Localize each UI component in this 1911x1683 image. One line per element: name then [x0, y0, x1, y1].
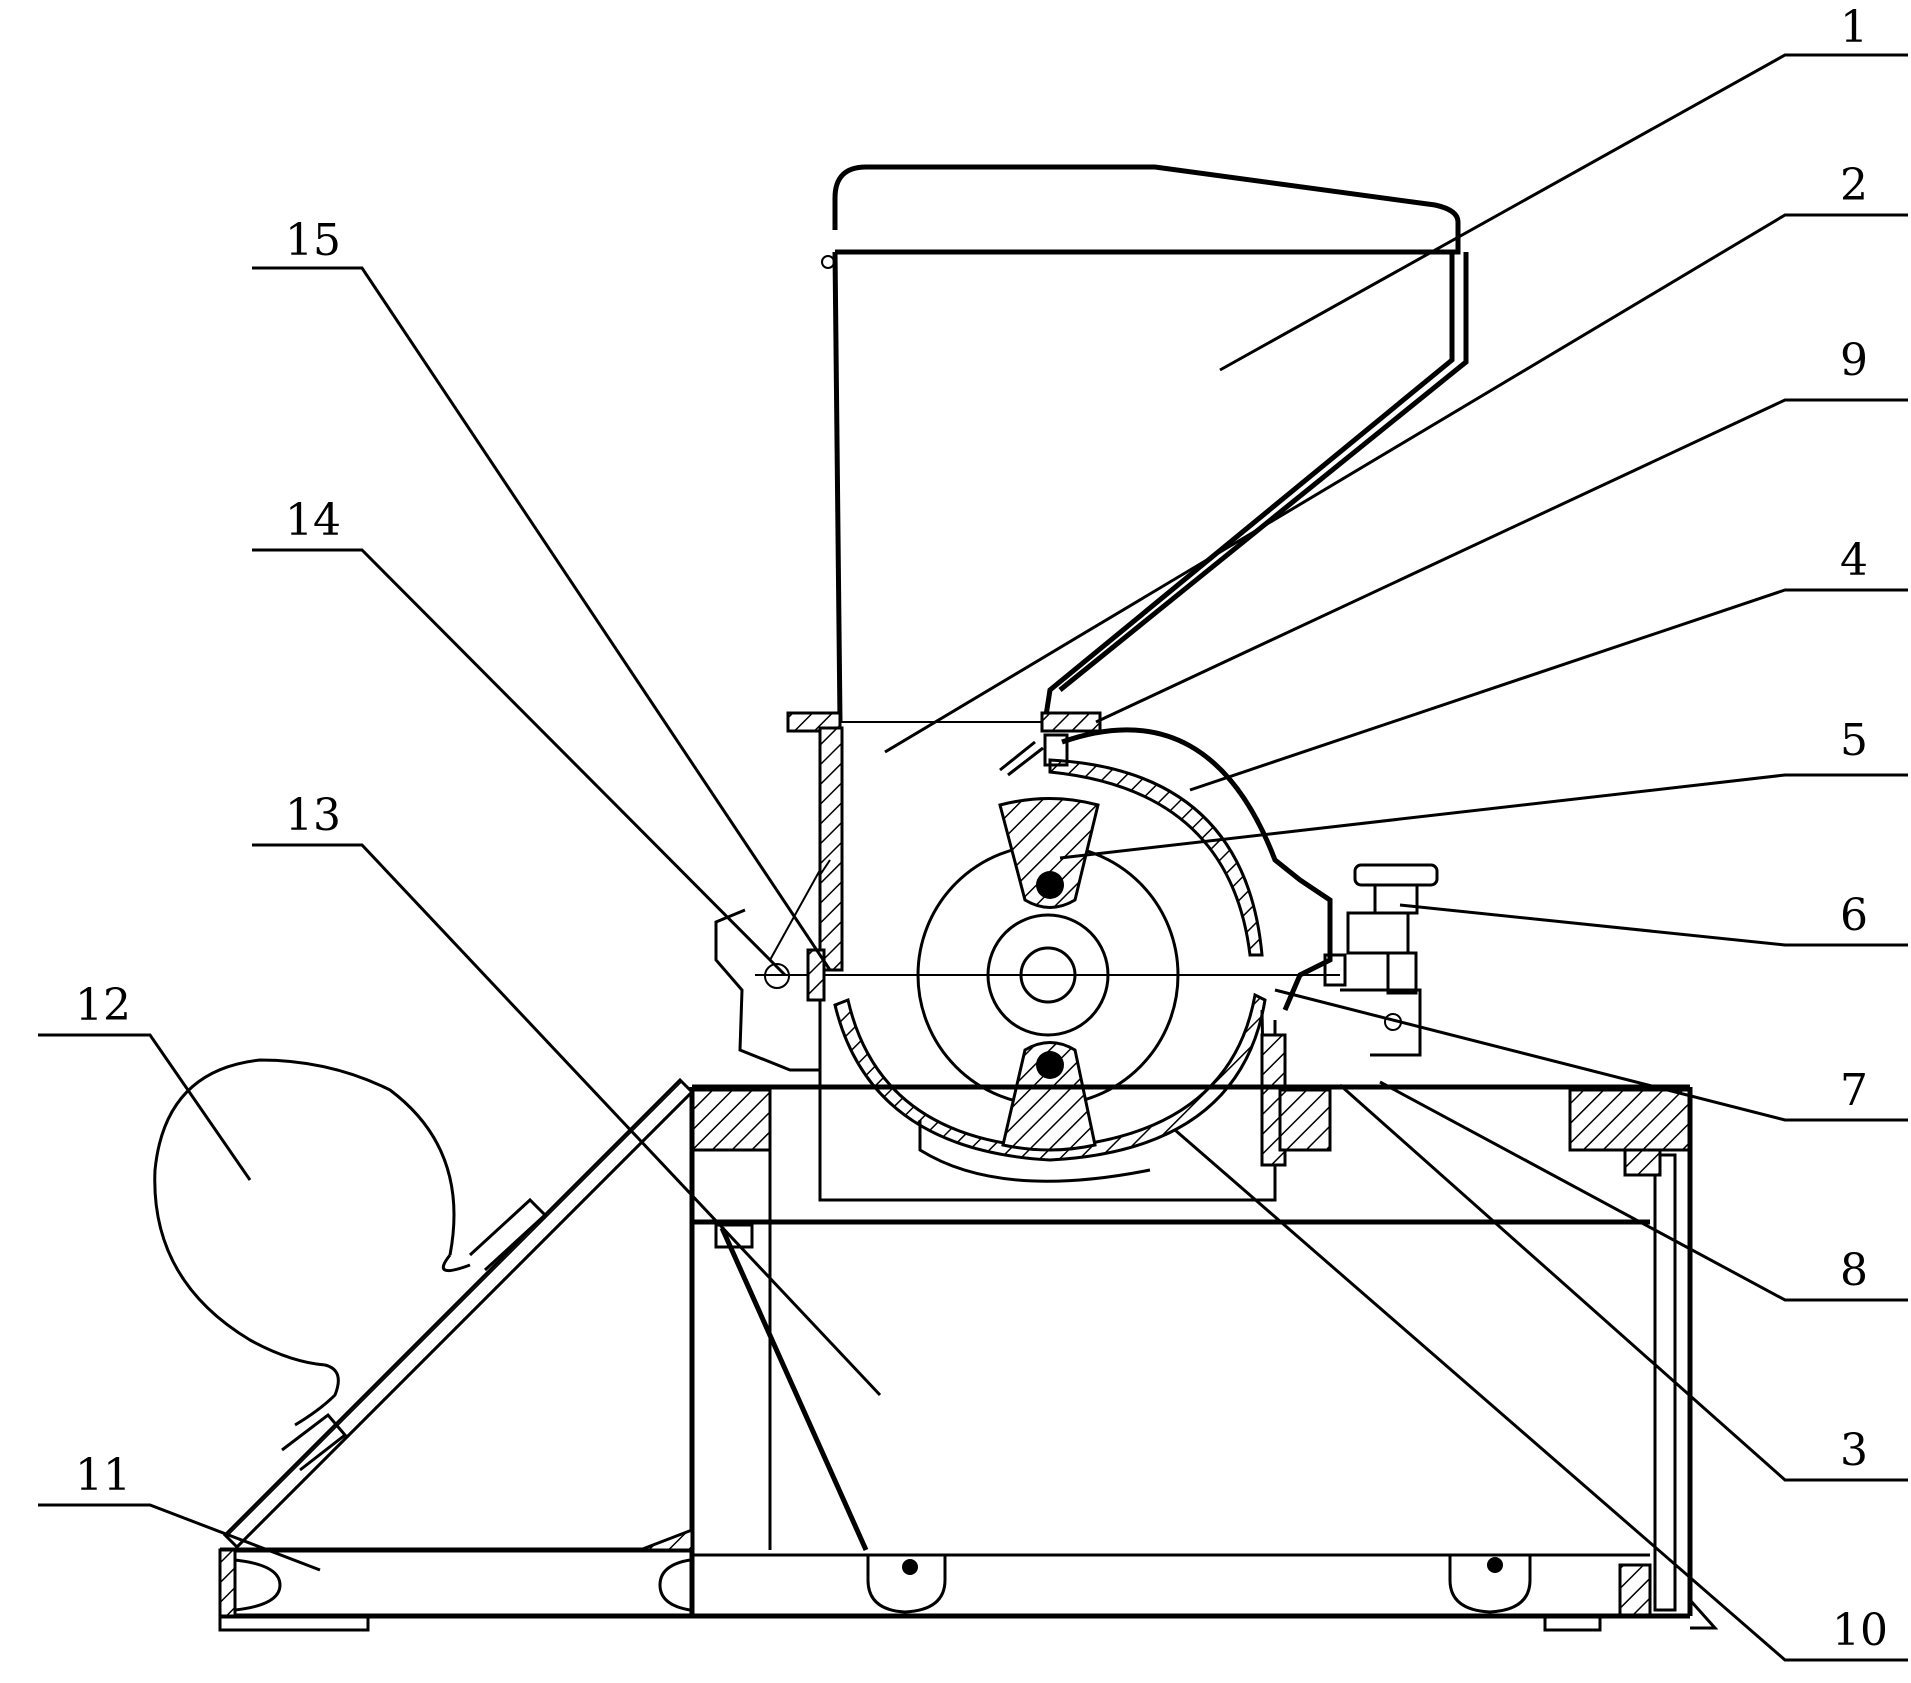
callout-14: 14	[285, 495, 341, 546]
callout-8: 8	[1840, 1245, 1868, 1296]
callout-1: 1	[1840, 2, 1868, 53]
leader-lines	[38, 53, 1908, 1662]
callout-5: 5	[1840, 715, 1868, 766]
callout-10: 10	[1832, 1605, 1888, 1656]
callout-7: 7	[1840, 1065, 1868, 1116]
rotor	[916, 797, 1180, 1152]
grinding-chamber	[755, 711, 1340, 1202]
callout-2: 2	[1840, 160, 1868, 211]
callout-3: 3	[1840, 1425, 1868, 1476]
callout-labels: 1 2 9 4 5 6 7 8 3 10 15 14 13 12 11	[75, 2, 1888, 1656]
adjuster-bolt	[1323, 863, 1439, 1057]
callout-13: 13	[285, 790, 341, 841]
collection-bag	[153, 1058, 471, 1427]
base-frame	[218, 1077, 1719, 1632]
callout-11: 11	[75, 1450, 131, 1501]
hopper	[821, 164, 1469, 723]
callout-4: 4	[1840, 535, 1868, 586]
callout-9: 9	[1840, 335, 1868, 386]
callout-15: 15	[285, 215, 341, 266]
callout-6: 6	[1840, 890, 1868, 941]
callout-12: 12	[75, 980, 131, 1031]
left-hinge	[714, 859, 831, 1082]
